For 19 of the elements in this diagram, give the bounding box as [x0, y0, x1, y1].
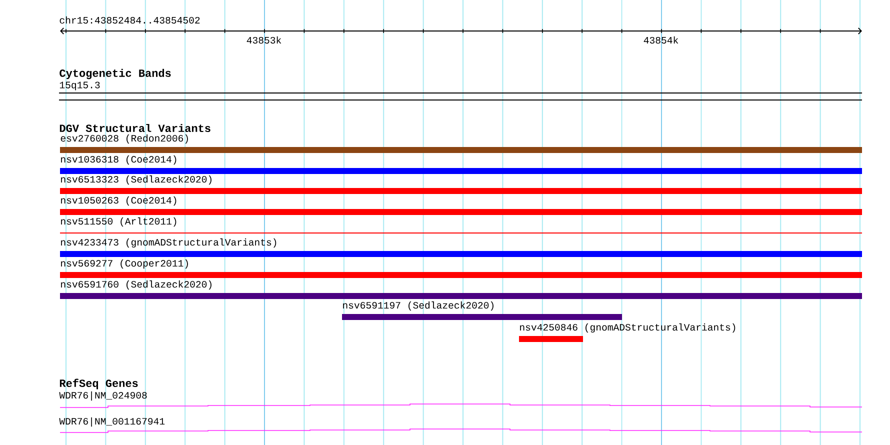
- feature-label: nsv6591760 (Sedlazeck2020): [61, 280, 212, 290]
- gene-label: WDR76|NM_001167941: [59, 417, 165, 427]
- scale-tick-label: 43853k: [246, 36, 282, 44]
- feature-label: nsv4233473 (gnomADStructuralVariants): [61, 238, 276, 248]
- track-title: RefSeq Genes: [60, 378, 138, 390]
- feature-label: nsv1050263 (Coe2014): [61, 196, 176, 206]
- feature-label: esv2760028 (Redon2006): [60, 134, 188, 144]
- feature-label: nsv6513323 (Sedlazeck2020): [61, 175, 212, 185]
- feature-label: nsv1036318 (Coe2014): [61, 155, 176, 165]
- band-label: 15q15.3: [60, 82, 100, 90]
- scale-tick-label: 43854k: [644, 36, 678, 44]
- track-title: Cytogenetic Bands: [60, 68, 171, 80]
- feature-label: nsv6591197 (Sedlazeck2020): [343, 301, 494, 311]
- ruler-label: chr15:43852484..43854502: [60, 16, 200, 24]
- track-title: DGV Structural Variants: [60, 124, 210, 132]
- gene-label: WDR76|NM_024908: [59, 391, 147, 401]
- feature-label: nsv511550 (Arlt2011): [61, 217, 176, 227]
- feature-label: nsv569277 (Cooper2011): [61, 259, 188, 269]
- feature-label: nsv4250846 (gnomADStructuralVariants): [520, 323, 736, 333]
